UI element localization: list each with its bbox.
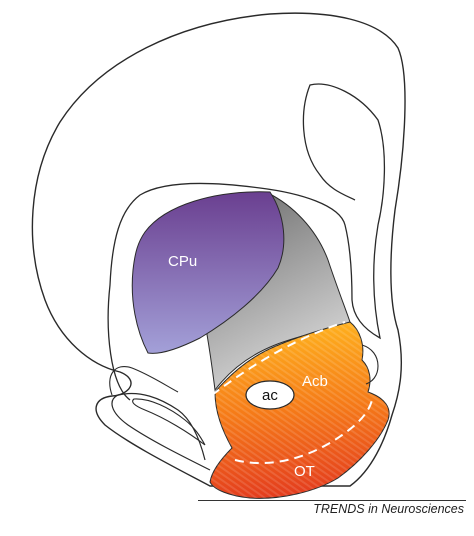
cpu-region [131,191,285,354]
credit-rule [198,500,466,501]
journal-credit: TRENDS in Neurosciences [313,502,464,516]
ac-ellipse [245,380,295,410]
dashed-boundary-lower [234,399,373,464]
acb-label: Acb [302,373,328,390]
cpu-label: CPu [168,253,197,270]
medial-fold-outer [111,392,211,471]
medial-fold-inner [132,398,206,446]
inner-outline [107,83,386,401]
medial-fold-upper [109,366,179,396]
ot-label: OT [294,463,315,480]
ac-label: ac [262,387,278,404]
lateral-bump-outline [361,344,379,385]
